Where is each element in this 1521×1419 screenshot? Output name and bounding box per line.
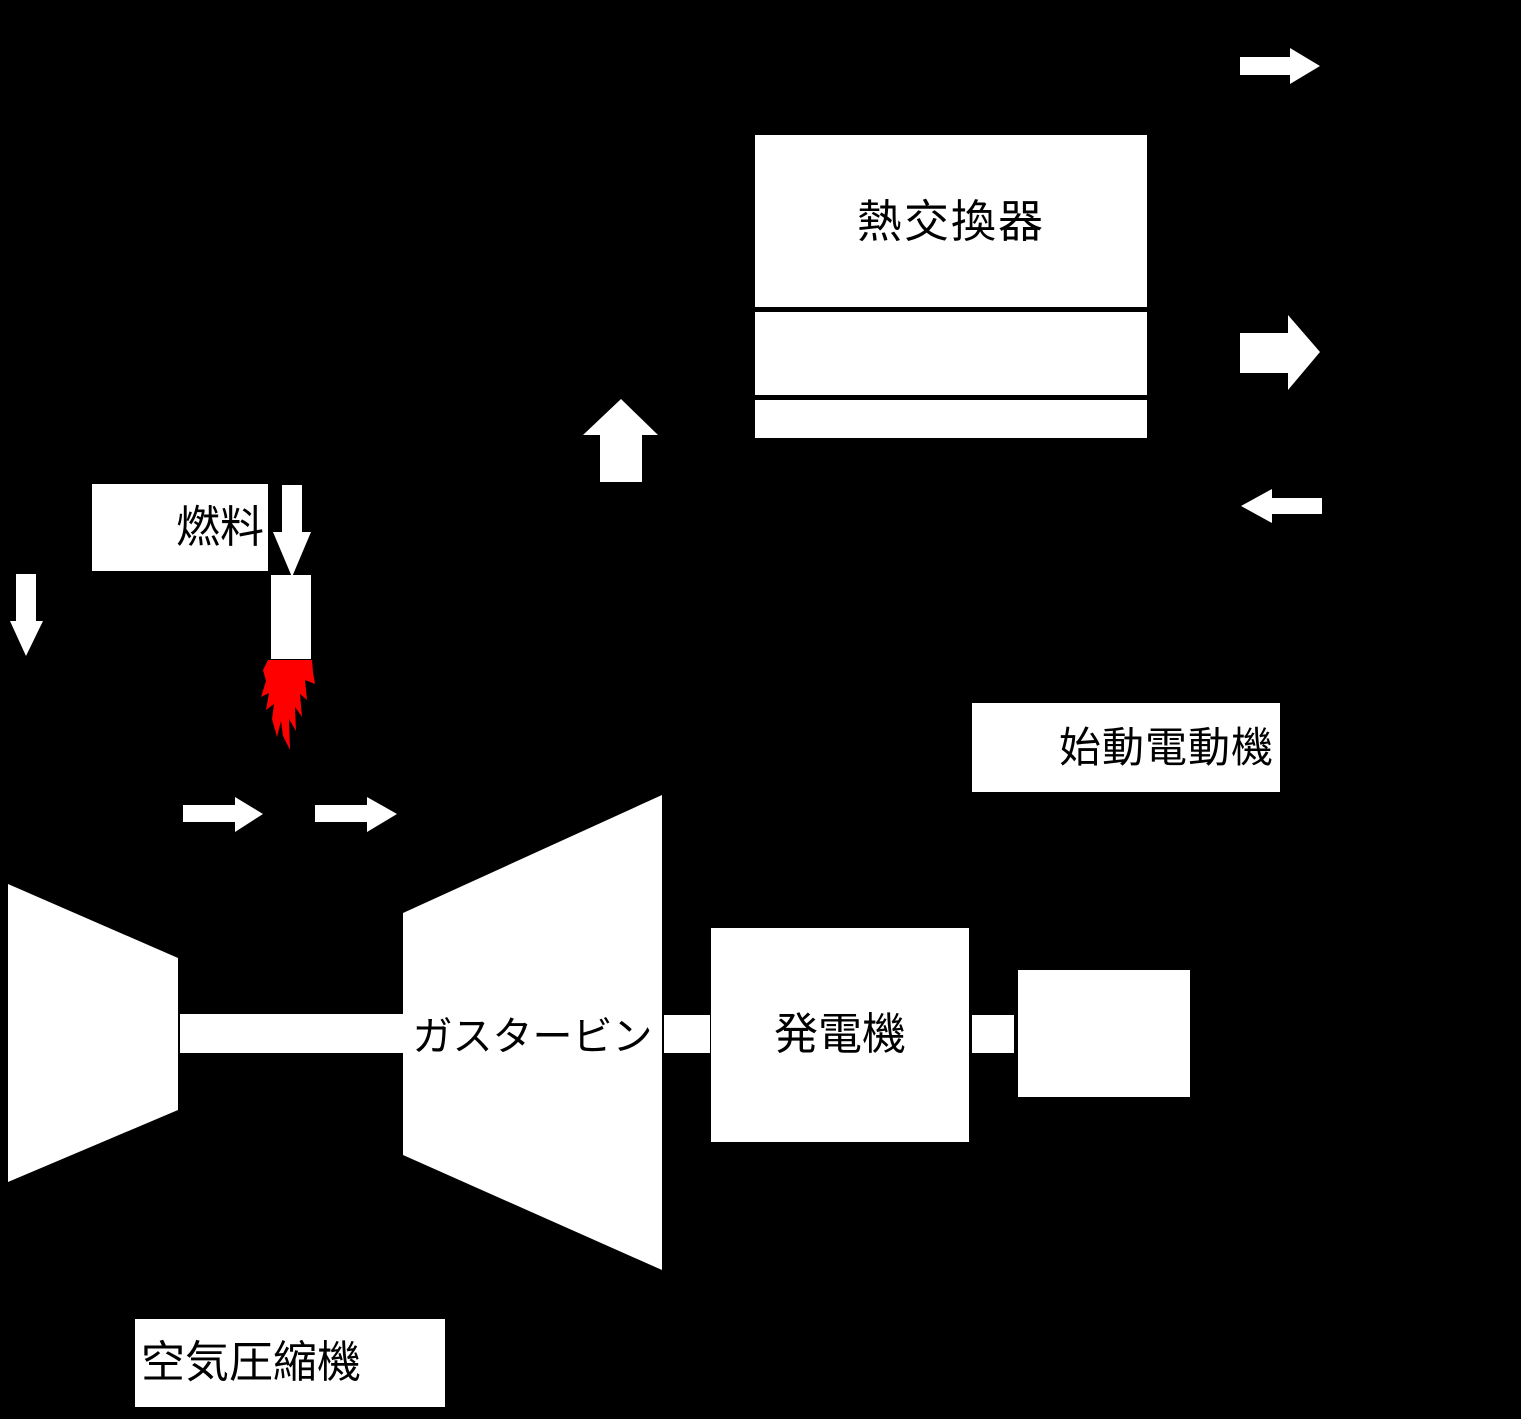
arrow-left-return-icon — [1241, 489, 1322, 523]
generator-box: 発電機 — [711, 928, 969, 1142]
flame-icon — [261, 660, 315, 750]
air-compressor-shape — [8, 884, 178, 1182]
gas-turbine-shape — [403, 795, 662, 1270]
heat-exchanger-strip-2 — [755, 400, 1147, 438]
starter-motor-device-box — [1018, 970, 1190, 1097]
arrow-down-air-icon — [10, 574, 43, 656]
shaft-compressor-turbine — [180, 1014, 404, 1053]
fuel-box: 燃料 — [92, 484, 268, 571]
arrow-up-exhaust-icon — [583, 399, 658, 482]
shaft-turbine-generator — [664, 1015, 710, 1053]
air-compressor-label-box: 空気圧縮機 — [135, 1319, 445, 1407]
combustor-shape — [271, 575, 311, 659]
generator-label: 発電機 — [774, 1010, 906, 1059]
arrow-right-top-icon — [1240, 48, 1320, 84]
arrow-right-middle-icon — [1240, 315, 1320, 390]
heat-exchanger-box: 熱交換器 — [755, 135, 1147, 307]
heat-exchanger-strip-1 — [755, 312, 1147, 395]
arrow-right-air-1-icon — [183, 797, 263, 832]
arrow-right-air-2-icon — [315, 797, 397, 832]
starter-motor-label-box: 始動電動機 — [972, 703, 1280, 792]
fuel-label: 燃料 — [176, 502, 264, 552]
air-compressor-label: 空気圧縮機 — [141, 1338, 361, 1387]
starter-motor-label: 始動電動機 — [1058, 723, 1274, 771]
shaft-generator-starter — [972, 1015, 1014, 1053]
gas-turbine-label: ガスタービン — [412, 1015, 653, 1059]
heat-exchanger-label: 熱交換器 — [856, 195, 1045, 247]
arrow-down-fuel-icon — [273, 485, 311, 577]
